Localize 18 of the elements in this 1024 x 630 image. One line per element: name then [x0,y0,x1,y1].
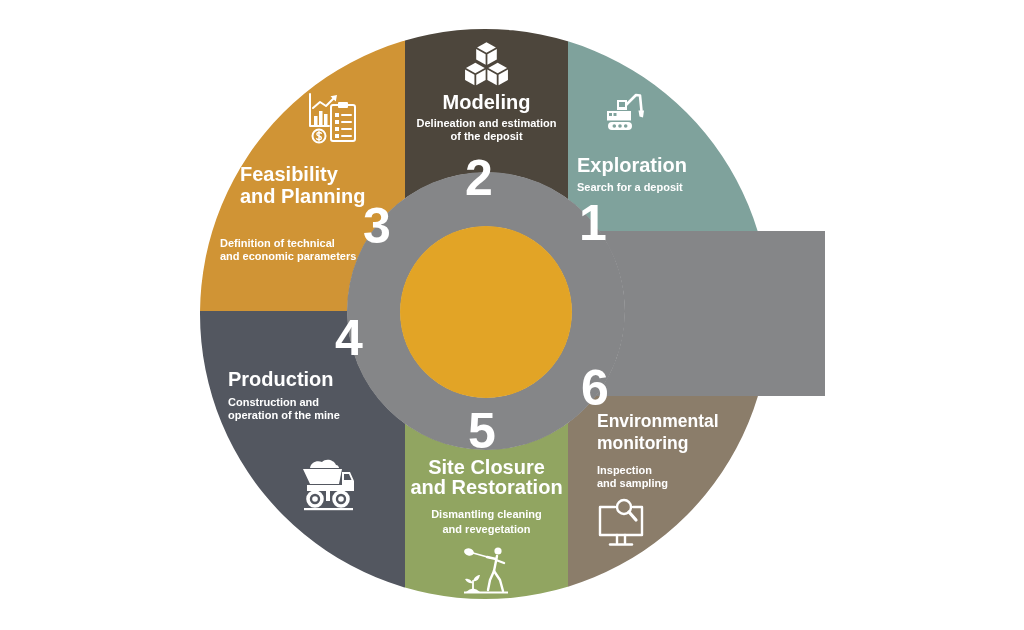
step-number: 6 [581,370,609,407]
step-number: 5 [468,413,496,450]
segment-title: Site Closure and Restoration [409,457,564,497]
segment-title: Environmental monitoring [597,410,720,454]
step-number: 1 [579,205,607,242]
segment-title: Exploration [577,154,688,176]
segment-description: Delineation and estimation of the deposit [415,117,558,143]
segment-description: Definition of technical and economic parameters [220,237,357,263]
segment-description: Search for a deposit [577,181,684,194]
segment-title: Modeling [441,91,532,113]
center-disc [400,226,572,398]
segment-description: Construction and operation of the mine [228,396,341,422]
segment-title: Production [228,368,335,390]
segment-title: Feasibility and Planning [240,163,367,207]
step-number: 4 [335,320,363,357]
segment-description: Dismantling cleaning and revegetation [430,507,543,537]
segment-description: Inspection and sampling [597,464,669,490]
stage-segment [405,29,568,199]
